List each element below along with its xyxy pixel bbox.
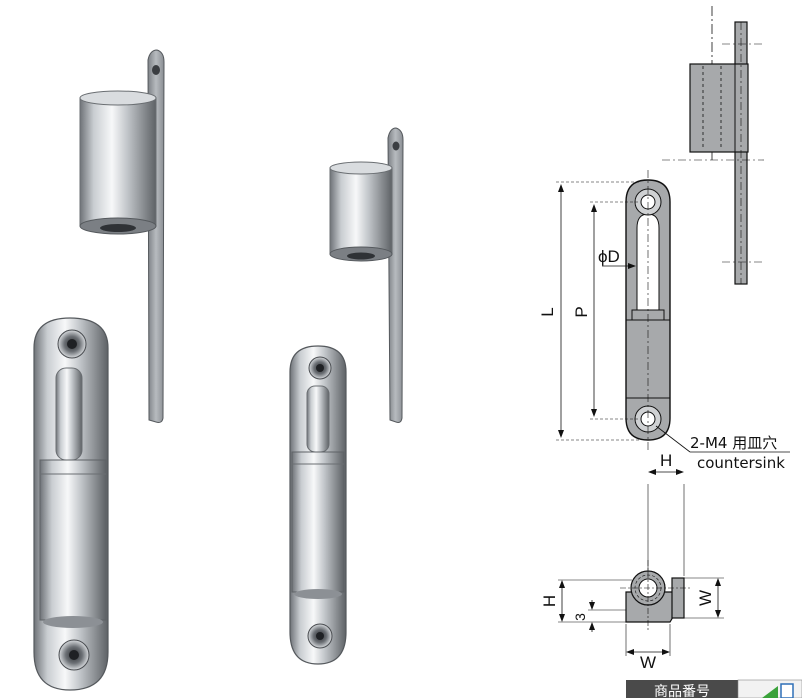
green-marker-icon <box>762 686 778 698</box>
product-number-header: 商品番号 <box>654 684 710 698</box>
small-hinge-upper-leaf <box>329 127 404 423</box>
dimension-D-label: ϕD <box>598 247 620 266</box>
dimension-W-bottom-label: W <box>640 653 656 672</box>
large-hinge-photo <box>33 49 165 691</box>
countersink-callout-line2: countersink <box>697 454 785 472</box>
large-hinge-upper-leaf <box>79 49 165 423</box>
dimension-H-left-label: H <box>540 595 559 607</box>
dimension-P-label: P <box>572 306 591 317</box>
side-view <box>662 6 764 285</box>
dimension-H-top-label: H <box>660 451 672 470</box>
countersink-leader <box>655 425 790 453</box>
large-hinge-lower-leaf <box>33 317 109 691</box>
technical-drawing <box>556 6 790 656</box>
dimension-L <box>556 181 640 441</box>
bottom-view <box>558 469 724 656</box>
dimension-L-label: L <box>538 307 557 316</box>
small-hinge-photo <box>289 127 404 665</box>
dimension-D <box>602 263 636 269</box>
blue-box-icon <box>780 683 794 698</box>
countersink-callout-line1: 2-M4 用皿穴 <box>690 434 777 452</box>
small-hinge-lower-leaf <box>289 345 347 665</box>
spec-table-header: 商品番号 <box>626 679 802 698</box>
dimension-P <box>590 201 640 420</box>
front-view <box>625 170 671 450</box>
dimension-W-right-label: W <box>696 590 715 606</box>
dimension-3-label: 3 <box>572 613 588 621</box>
